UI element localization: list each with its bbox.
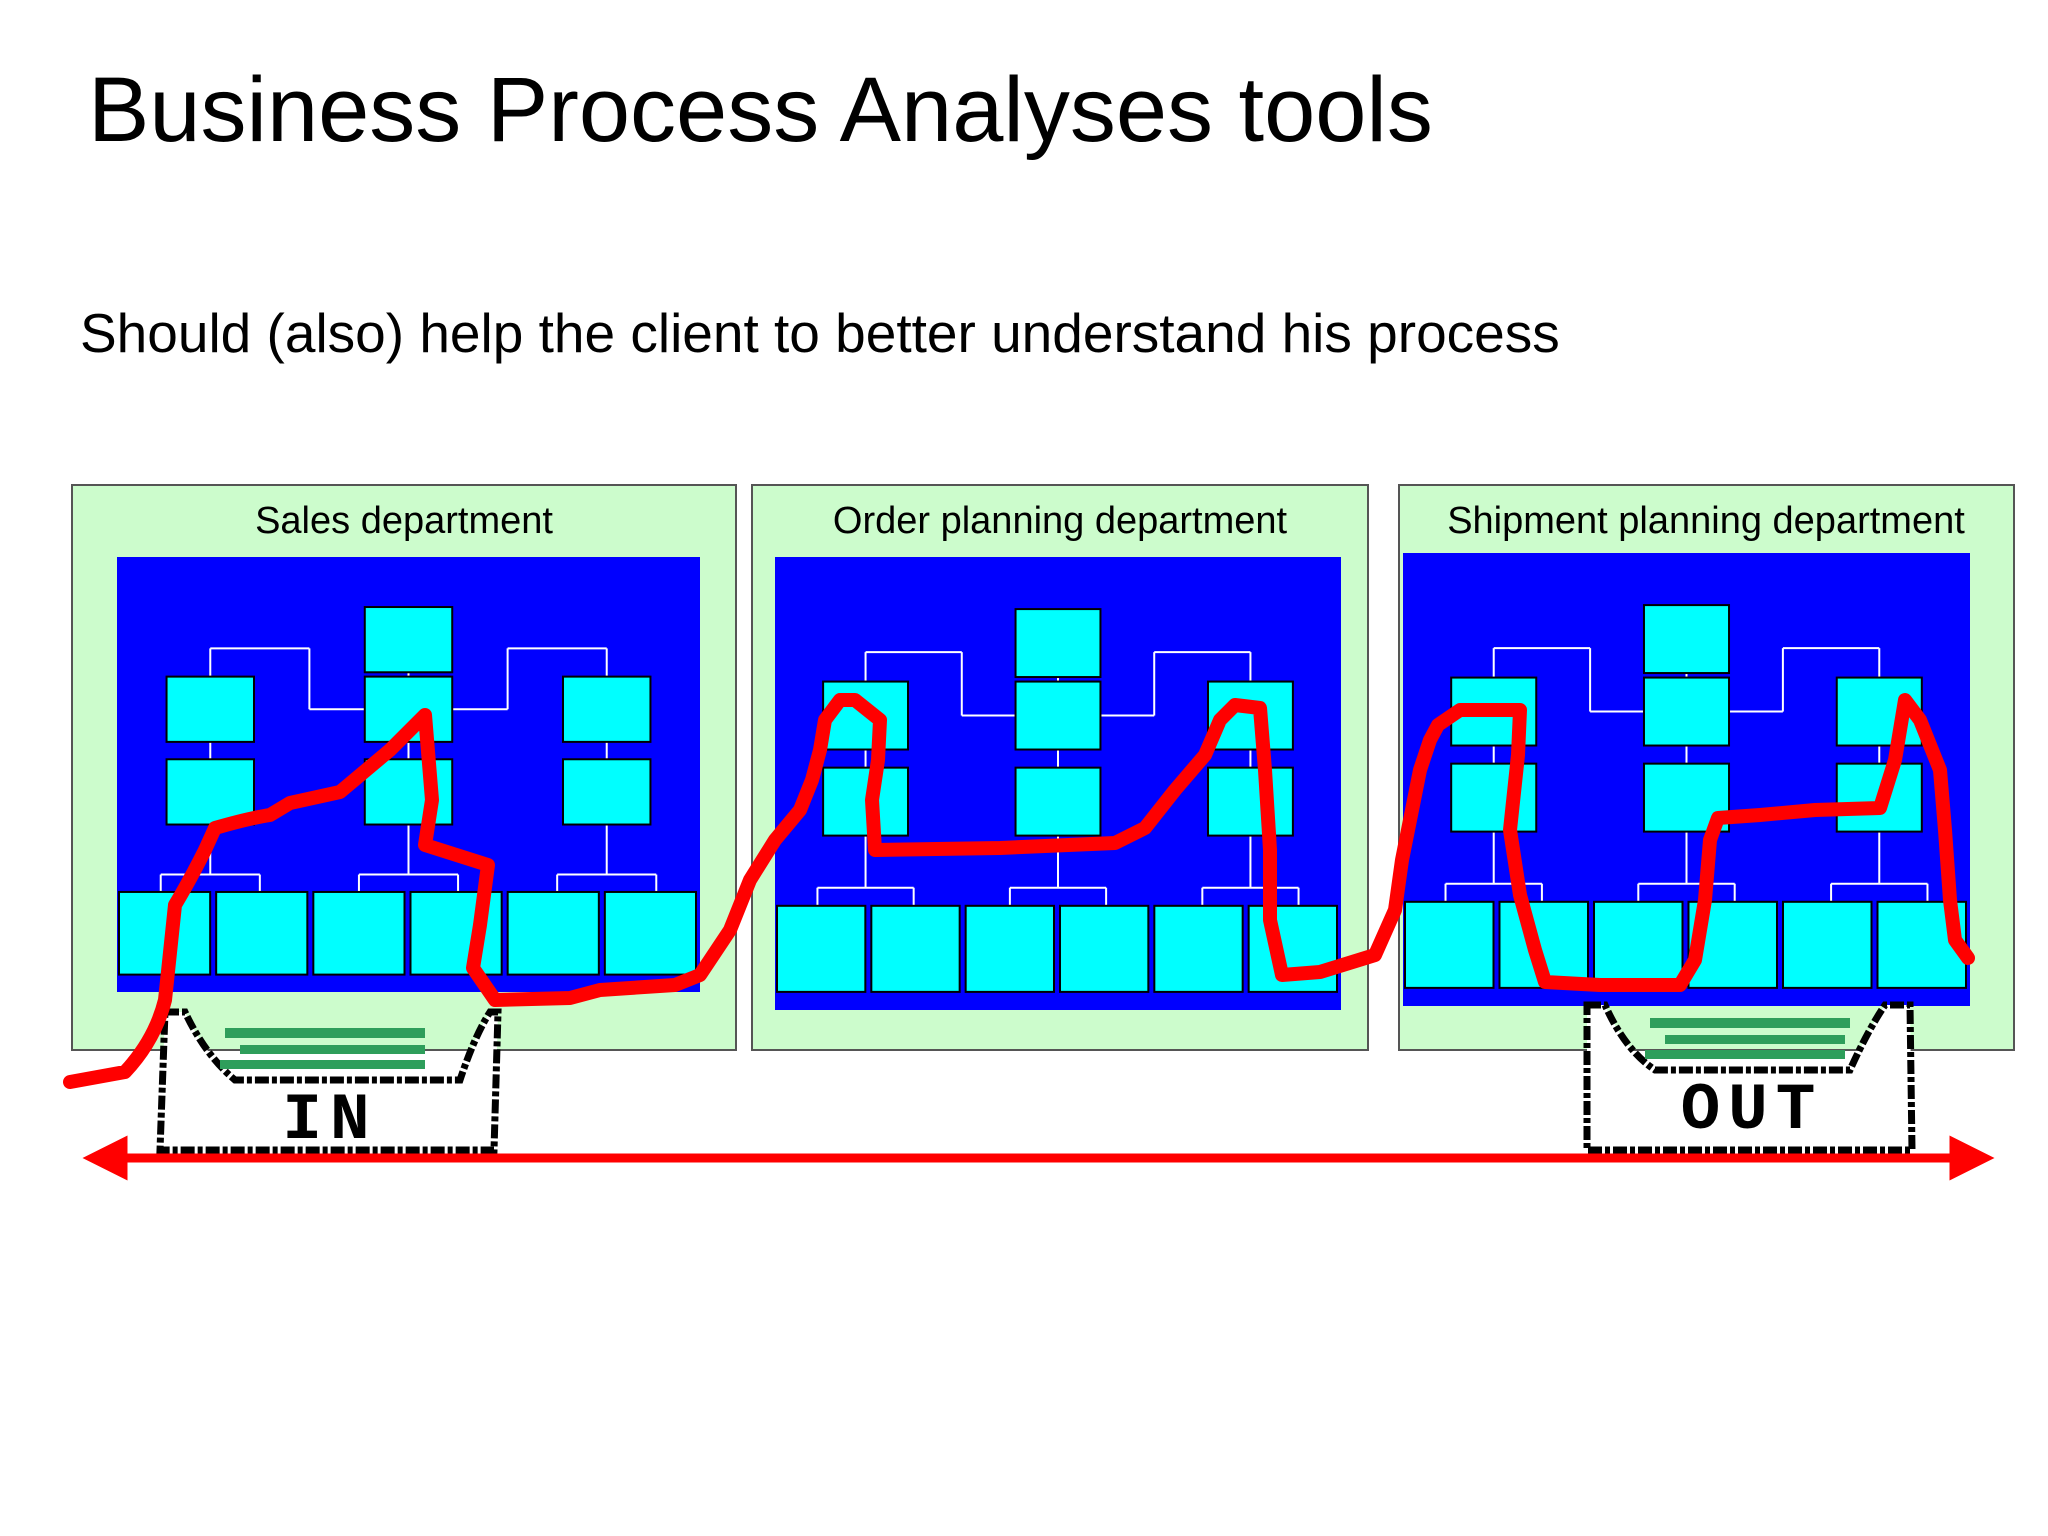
org-box [870, 904, 961, 993]
org-box [561, 758, 652, 826]
org-box [561, 675, 652, 743]
org-box [603, 890, 697, 976]
in-label: IN [282, 1083, 377, 1158]
org-chart [117, 557, 700, 992]
department-label: Sales department [255, 500, 553, 542]
org-box [506, 890, 600, 976]
org-box [1153, 904, 1244, 993]
org-box [964, 904, 1056, 993]
department-label: Shipment planning department [1447, 500, 1965, 542]
org-box [165, 758, 256, 826]
tray-body [156, 1008, 502, 1154]
org-box [1059, 904, 1150, 993]
org-box [312, 890, 406, 976]
org-box [1014, 766, 1102, 837]
org-box [1206, 766, 1294, 837]
org-box [1642, 604, 1731, 675]
paper-stack [225, 1028, 425, 1038]
org-box [822, 766, 910, 837]
paper-stack [240, 1045, 425, 1054]
org-box [1642, 676, 1731, 747]
org-box [1404, 900, 1495, 989]
org-box [215, 890, 309, 976]
tray-body [1583, 1001, 1916, 1154]
paper-stack [1645, 1050, 1845, 1059]
department-sales: Sales department [71, 484, 737, 1051]
org-box [1450, 762, 1538, 833]
paper-stack [1650, 1018, 1850, 1028]
org-box [776, 904, 867, 993]
department-shipment-planning: Shipment planning department [1398, 484, 2015, 1051]
process-flow-path [63, 693, 1975, 1089]
org-box [1782, 900, 1873, 989]
org-box [1593, 900, 1684, 989]
paper-stack [1665, 1035, 1845, 1044]
org-chart [775, 557, 1341, 1010]
org-box [165, 675, 256, 743]
slide-subtitle: Should (also) help the client to better … [80, 302, 1560, 364]
paper-stack [220, 1060, 425, 1069]
org-box [1014, 680, 1102, 751]
department-label: Order planning department [833, 500, 1288, 542]
org-box [363, 606, 454, 674]
org-box [1014, 608, 1102, 679]
slide-title: Business Process Analyses tools [88, 59, 1433, 161]
out-label: OUT [1681, 1073, 1824, 1148]
